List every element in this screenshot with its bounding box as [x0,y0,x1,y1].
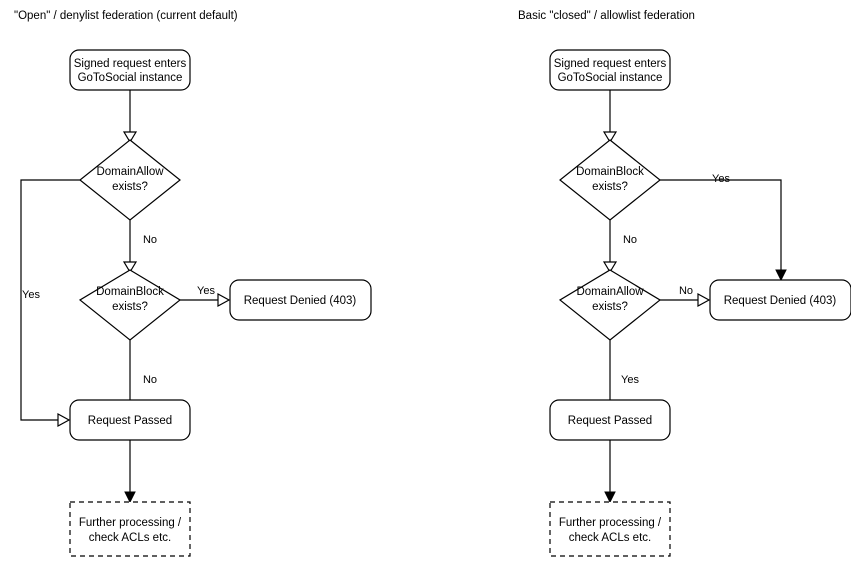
right-entry-line1: Signed request enters [554,58,667,70]
edge-label-left-allow-yes: Yes [22,289,40,301]
right-request-passed-label: Request Passed [568,415,652,427]
right-further-processing-line2: check ACLs etc. [569,532,651,544]
right-domainblock-line1: DomainBlock [576,166,644,178]
arrowhead-left-block-yes [217,292,231,308]
left-domainallow-diamond [79,139,181,221]
arrowhead-left-entry-to-allow [122,131,138,144]
edge-label-left-block-yes: Yes [197,285,215,297]
arrowhead-right-passed-to-further [604,491,616,504]
left-domainblock-line2: exists? [112,301,148,313]
left-request-passed-label: Request Passed [88,415,172,427]
left-request-denied-box [229,279,372,321]
node-right-domainblock: DomainBlock exists? [559,139,661,221]
arrowhead-right-entry-to-block [602,131,618,144]
right-request-denied-label: Request Denied (403) [724,295,837,307]
left-further-processing-box [69,501,191,557]
node-right-request-denied: Request Denied (403) [709,279,851,321]
node-right-further-processing: Further processing / check ACLs etc. [549,501,671,557]
right-request-denied-box [709,279,851,321]
edge-label-right-allow-no: No [679,285,693,297]
left-domainallow-line2: exists? [112,181,148,193]
edge-label-left-allow-no: No [143,234,157,246]
edge-label-right-block-no: No [623,234,637,246]
edge-label-right-allow-yes: Yes [621,374,639,386]
edge-label-left-block-no: No [143,374,157,386]
left-entry-line2: GoToSocial instance [78,72,183,84]
edge-left-allow-yes-bypass [20,179,80,421]
section-title-denylist: "Open" / denylist federation (current de… [14,10,238,22]
node-left-further-processing: Further processing / check ACLs etc. [69,501,191,557]
left-request-denied-label: Request Denied (403) [244,295,357,307]
node-left-request-denied: Request Denied (403) [229,279,372,321]
section-title-allowlist: Basic "closed" / allowlist federation [518,10,695,22]
right-domainblock-diamond [559,139,661,221]
node-right-request-passed: Request Passed [549,399,671,441]
node-left-domainblock: DomainBlock exists? [78,269,182,341]
left-further-processing-line2: check ACLs etc. [89,532,171,544]
left-entry-line1: Signed request enters [74,58,187,70]
right-domainallow-line2: exists? [592,301,628,313]
arrowhead-right-block-no [602,261,618,274]
edge-label-right-block-yes: Yes [712,173,730,185]
arrowhead-left-allow-yes-bypass [57,412,71,428]
arrowhead-left-allow-no [122,261,138,274]
column-denylist: "Open" / denylist federation (current de… [14,10,372,557]
right-domainallow-line1: DomainAllow [576,286,644,298]
left-domainblock-line1: DomainBlock [96,286,164,298]
right-further-processing-line1: Further processing / [559,517,662,529]
arrowhead-right-allow-no [697,292,711,308]
left-domainallow-line1: DomainAllow [96,166,164,178]
right-further-processing-box [549,501,671,557]
edge-right-block-yes [660,179,782,272]
right-entry-line2: GoToSocial instance [558,72,663,84]
node-left-entry: Signed request enters GoToSocial instanc… [69,49,191,91]
left-further-processing-line1: Further processing / [79,517,182,529]
arrowhead-right-block-yes [775,269,787,282]
node-right-domainallow: DomainAllow exists? [558,269,662,341]
node-left-domainallow: DomainAllow exists? [79,139,181,221]
node-right-entry: Signed request enters GoToSocial instanc… [549,49,671,91]
right-domainblock-line2: exists? [592,181,628,193]
node-left-request-passed: Request Passed [69,399,191,441]
arrowhead-left-passed-to-further [124,491,136,504]
column-allowlist: Basic "closed" / allowlist federation Si… [518,10,851,557]
